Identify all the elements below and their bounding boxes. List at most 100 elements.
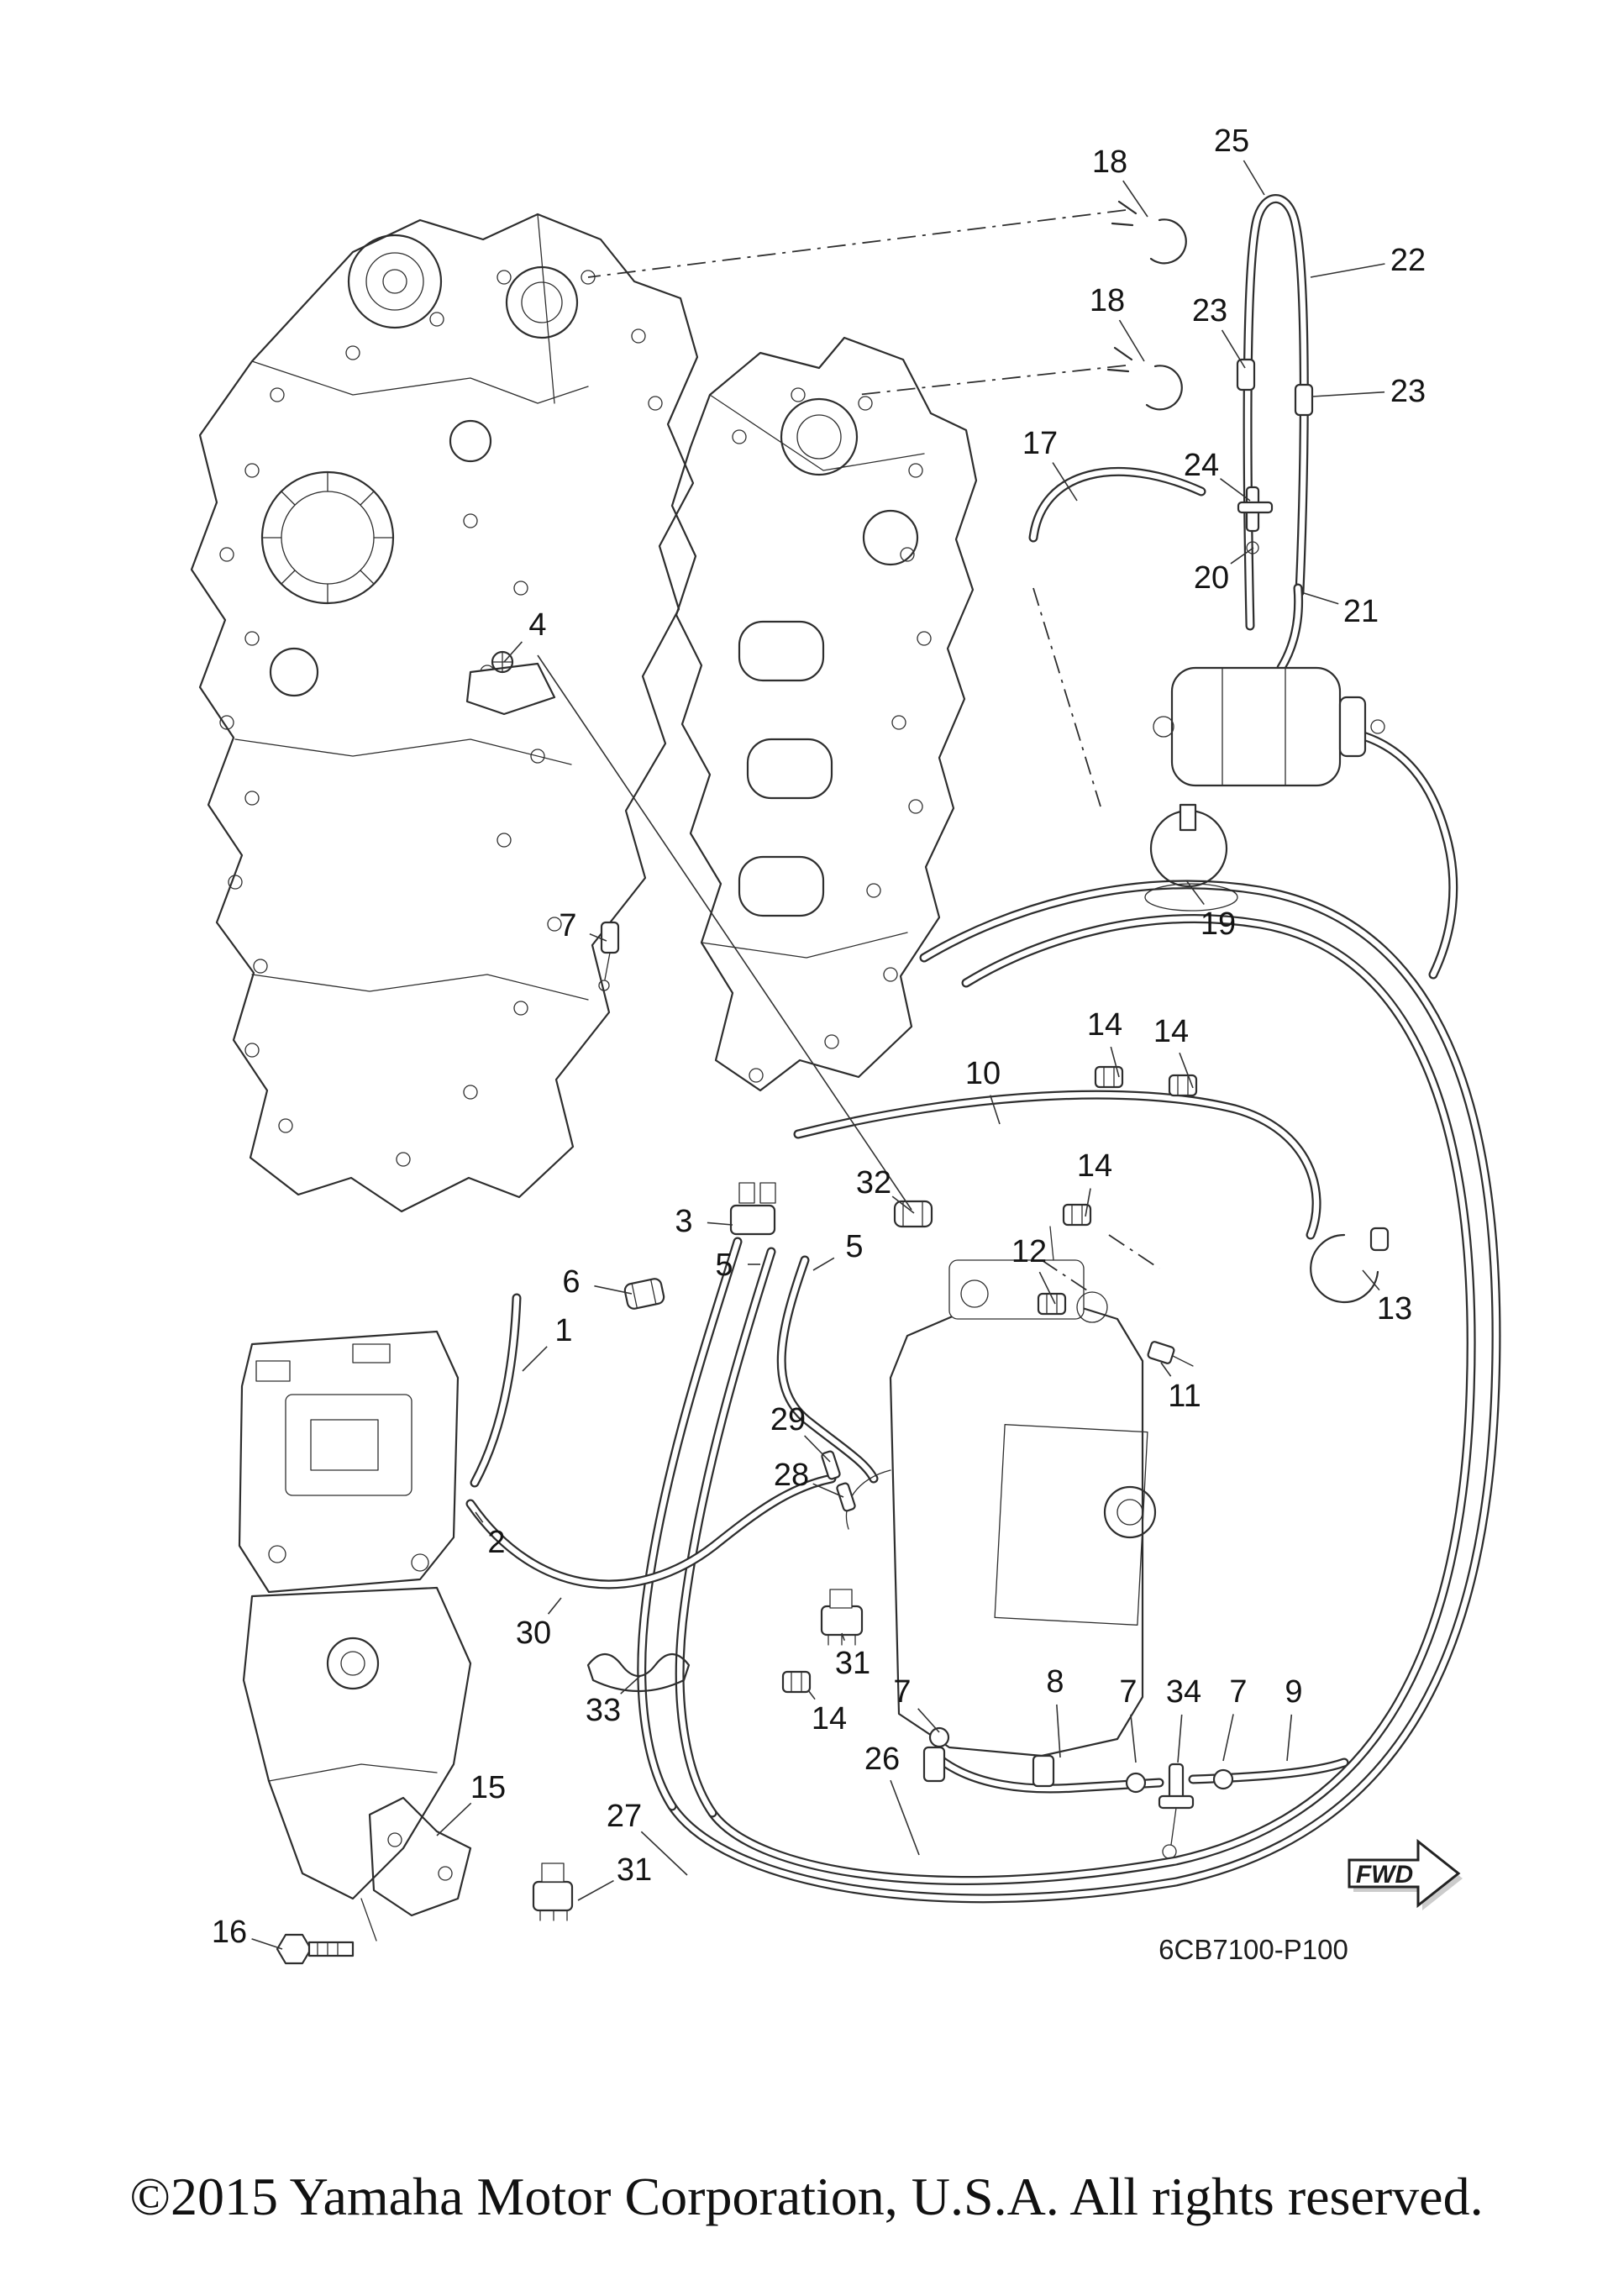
part-callout-14: 14 — [1077, 1148, 1112, 1184]
callout-leader-line — [577, 1879, 614, 1901]
callout-leader-line — [522, 1346, 548, 1372]
hose-2-30 — [465, 1474, 837, 1589]
hose-clamps-14 — [781, 1065, 1198, 1694]
callout-leader-line — [640, 1831, 688, 1876]
callout-leader-line — [1243, 160, 1265, 196]
callout-leader-line — [589, 933, 607, 942]
part-callout-26: 26 — [864, 1742, 900, 1777]
lower-mount-unit — [242, 1586, 472, 1941]
part-callout-28: 28 — [774, 1458, 809, 1493]
cable-clamp-31-lower — [532, 1863, 574, 1921]
clamp-6 — [623, 1278, 665, 1310]
part-callout-7: 7 — [559, 908, 576, 943]
part-callout-12: 12 — [1011, 1234, 1047, 1269]
part-callout-11: 11 — [1168, 1379, 1201, 1414]
part-callout-9: 9 — [1285, 1674, 1302, 1710]
diagram-code: 6CB7100-P100 — [1159, 1934, 1348, 1965]
callout-leader-line — [1122, 180, 1148, 218]
callout-leader-line — [807, 1689, 816, 1700]
callout-leader-line — [1038, 1271, 1056, 1305]
callout-leader-line — [1110, 1046, 1120, 1078]
part-callout-30: 30 — [516, 1616, 551, 1651]
fwd-label: FWD — [1356, 1861, 1413, 1889]
callout-leader-line — [1118, 319, 1145, 362]
part-callout-15: 15 — [470, 1770, 506, 1805]
hose-21 — [1276, 583, 1304, 673]
callout-leader-line — [841, 1632, 846, 1642]
part-callout-8: 8 — [1046, 1664, 1064, 1700]
hose-9 — [1188, 1757, 1349, 1784]
part-callout-5: 5 — [845, 1229, 863, 1264]
callout-leader-line — [917, 1708, 940, 1733]
callout-leader-line — [620, 1675, 641, 1694]
part-callout-22: 22 — [1390, 243, 1426, 278]
part-callout-18: 18 — [1090, 283, 1125, 318]
callout-leader-line — [1179, 1052, 1194, 1089]
callout-leader-line — [1230, 547, 1254, 565]
sensor-7-upper — [598, 921, 620, 991]
callout-leader-line — [1220, 478, 1251, 502]
spring-clamp-18-lower — [1106, 346, 1183, 411]
ring-clamps-7-bottom — [928, 1726, 1234, 1794]
part-callout-29: 29 — [770, 1402, 806, 1437]
part-callout-32: 32 — [856, 1165, 891, 1201]
filter-clamp-19 — [1144, 803, 1238, 912]
reference-lines — [537, 209, 1160, 1295]
callout-leader-line — [1052, 462, 1078, 502]
clamp-13 — [1310, 1227, 1390, 1304]
part-callout-5: 5 — [715, 1248, 733, 1283]
callout-leader-line — [891, 1195, 915, 1214]
part-callout-20: 20 — [1194, 560, 1229, 596]
part-callout-25: 25 — [1214, 123, 1249, 159]
callout-leader-line — [251, 1938, 283, 1950]
callout-leader-line — [890, 1779, 920, 1856]
hose-8 — [936, 1755, 1164, 1794]
part-callout-6: 6 — [562, 1264, 580, 1300]
callout-leader-line — [594, 1285, 633, 1295]
bolt-icon — [276, 1933, 355, 1965]
cable-clamp-31-upper — [820, 1589, 864, 1646]
bolt-holes-right — [732, 387, 932, 1083]
part-callout-2: 2 — [487, 1525, 505, 1560]
hose-loop-27 — [707, 914, 1476, 1885]
part-callout-14: 14 — [1087, 1007, 1122, 1043]
copyright-text: ©2015 Yamaha Motor Corporation, U.S.A. A… — [129, 2167, 1484, 2226]
callout-leader-line — [1185, 880, 1205, 906]
clamp-33 — [586, 1652, 691, 1692]
part-callout-10: 10 — [965, 1056, 1001, 1091]
flywheel-gear — [260, 470, 395, 605]
fitting-11 — [1147, 1341, 1194, 1367]
callout-leader-line — [1056, 1704, 1061, 1758]
spring-clamp-18-upper — [1111, 200, 1187, 265]
callout-leader-line — [1221, 329, 1246, 369]
bolt-holes-left — [219, 270, 663, 1167]
part-callout-4: 4 — [528, 607, 546, 643]
electrical-bracket — [238, 1330, 460, 1594]
hose-1 — [470, 1293, 522, 1488]
t-fitting-24-20 — [1237, 486, 1274, 554]
callout-leader-line — [1362, 1269, 1380, 1291]
pipe-joints-23 — [1236, 358, 1314, 417]
part-callout-14: 14 — [812, 1701, 847, 1736]
part-callout-34: 34 — [1166, 1674, 1201, 1710]
bolt-4 — [465, 650, 556, 716]
part-callout-3: 3 — [675, 1204, 692, 1239]
hose-filter-outlet — [1337, 726, 1458, 980]
part-callout-18: 18 — [1092, 144, 1127, 180]
callout-leader-line — [1222, 1714, 1234, 1762]
engine-block-left-bank — [190, 213, 699, 1213]
fuel-hoses-3-5 — [637, 1237, 879, 1818]
hose-17 — [1028, 466, 1206, 543]
mounting-bracket — [368, 1796, 472, 1917]
part-callout-27: 27 — [607, 1799, 642, 1834]
part-callout-7: 7 — [893, 1674, 911, 1710]
callout-leader-line — [436, 1802, 472, 1836]
hose-10 — [793, 1090, 1321, 1240]
fuel-filter — [1153, 666, 1385, 787]
callout-leader-line — [812, 1483, 844, 1498]
callout-leader-line — [1286, 1714, 1293, 1762]
joint-3 — [729, 1182, 776, 1236]
part-callout-31: 31 — [617, 1852, 652, 1888]
